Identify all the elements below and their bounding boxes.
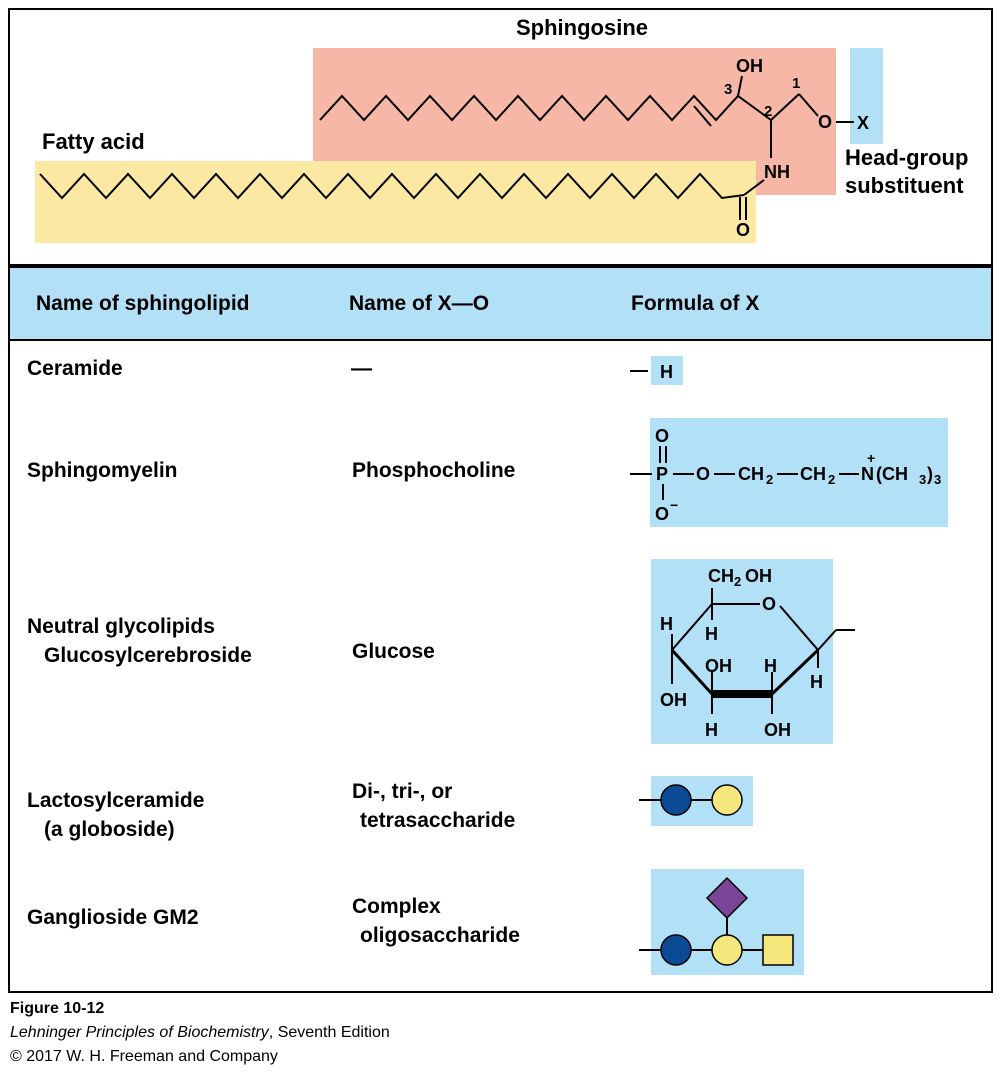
- head-group-highlight: [850, 48, 883, 144]
- row-ceramide-xo: —: [351, 357, 372, 380]
- glucose-h-c1: H: [810, 672, 823, 692]
- row-neutral-name-line2: Glucosylcerebroside: [44, 644, 252, 667]
- gm2-glucose-symbol: [660, 934, 692, 966]
- row-ceramide-name: Ceramide: [27, 357, 123, 380]
- ceramide-h-box: [651, 356, 683, 385]
- glucose-symbol: [660, 784, 692, 816]
- table-header-band: [10, 268, 991, 341]
- trans-double-bond: [693, 105, 712, 127]
- carbonyl-o-label: O: [736, 220, 750, 240]
- glucose-oh-c2: OH: [764, 720, 791, 740]
- book-title: Lehninger Principles of Biochemistry: [10, 1024, 269, 1041]
- row-gm2-xo-line2: oligosaccharide: [360, 924, 520, 947]
- galactose-symbol: [711, 784, 743, 816]
- phospho-ch2-a-sub: 2: [766, 472, 773, 487]
- sphingosine-label: Sphingosine: [516, 15, 648, 40]
- figure-number: Figure 10-12: [10, 1000, 105, 1017]
- phospho-p: P: [656, 464, 668, 484]
- oh-label: OH: [736, 56, 763, 76]
- book-edition: , Seventh Edition: [268, 1024, 390, 1041]
- c2-c1-bond: [770, 93, 800, 121]
- phospho-close-sub: 3: [934, 472, 941, 487]
- row-lactosyl-name-line2: (a globoside): [44, 818, 175, 841]
- phospho-o-link: O: [696, 464, 710, 484]
- nh-label: NH: [764, 162, 790, 182]
- fatty-acid-label: Fatty acid: [42, 129, 145, 154]
- row-lactosyl-name-line1: Lactosylceramide: [27, 789, 205, 812]
- phospho-ch2-b-sub: 2: [828, 472, 835, 487]
- row-lactosyl-xo-line1: Di-, tri-, or: [352, 780, 453, 803]
- phospho-ch3: (CH: [876, 464, 908, 484]
- c1-tail: [817, 629, 837, 651]
- row-neutral-name-line1: Neutral glycolipids: [27, 615, 215, 638]
- glucose-h-c2: H: [764, 656, 777, 676]
- header-name: Name of sphingolipid: [36, 292, 250, 315]
- row-lactosyl-xo-line2: tetrasaccharide: [360, 809, 516, 832]
- head-group-label-line2: substituent: [845, 173, 964, 198]
- glucose-oh-c4: OH: [660, 690, 687, 710]
- book-reference: Lehninger Principles of Biochemistry, Se…: [10, 1025, 390, 1041]
- phospho-ch2-b: CH: [800, 464, 826, 484]
- glucose-ch2-oh: OH: [745, 566, 772, 586]
- c3-label: 3: [724, 81, 732, 98]
- c3-c2-bold-bond: [712, 690, 772, 698]
- phosphocholine-box: [650, 418, 948, 527]
- c4-c3-bond: [670, 648, 714, 696]
- row-sphingomyelin-xo: Phosphocholine: [352, 459, 516, 482]
- phospho-close: ): [927, 464, 933, 484]
- phospho-plus: +: [867, 450, 875, 466]
- fatty-acid-chain: [39, 172, 745, 200]
- c2-c1-bond-ring: [770, 648, 820, 696]
- phospho-o-minus: O: [655, 504, 669, 524]
- glucose-oh-c3: OH: [705, 656, 732, 676]
- sphingosine-chain: [319, 94, 772, 122]
- phospho-ch2-a: CH: [738, 464, 764, 484]
- o-link-label: O: [818, 112, 832, 132]
- structure-panel: [8, 8, 993, 266]
- glucose-h-c3: H: [705, 720, 718, 740]
- header-formula: Formula of X: [631, 292, 760, 315]
- gm2-galactose-symbol: [711, 934, 743, 966]
- row-sphingomyelin-name: Sphingomyelin: [27, 459, 178, 482]
- row-gm2-name: Ganglioside GM2: [27, 906, 199, 929]
- fatty-acid-highlight: [35, 161, 756, 243]
- c1-o-bond: [798, 93, 819, 117]
- glucose-ch2: CH: [708, 566, 734, 586]
- glucose-h-c5: H: [705, 624, 718, 644]
- sialic-acid-symbol: [705, 876, 749, 920]
- phospho-o-top: O: [655, 426, 669, 446]
- phospho-minus: −: [670, 497, 678, 513]
- n-carbonyl-bond: [743, 179, 765, 196]
- phospho-n: N: [861, 464, 874, 484]
- x-label: X: [857, 113, 869, 133]
- header-xo: Name of X—O: [349, 292, 490, 315]
- galnac-symbol: [762, 934, 794, 966]
- glucose-ring-o: O: [762, 594, 776, 614]
- c3-oh-bond: [737, 75, 743, 97]
- ring-o-c1-bond: [779, 605, 819, 651]
- c2-label: 2: [764, 103, 772, 120]
- row-gm2-xo-line1: Complex: [352, 895, 441, 918]
- c5-c4-bond: [671, 603, 713, 651]
- sphingosine-highlight-lower: [756, 48, 836, 195]
- head-group-label-line1: Head-group: [845, 145, 969, 170]
- sphingolipid-table: [8, 266, 993, 993]
- c1-label: 1: [792, 75, 800, 92]
- copyright: © 2017 W. H. Freeman and Company: [10, 1048, 278, 1065]
- glucose-h-c4-top: H: [660, 614, 673, 634]
- row-neutral-xo: Glucose: [352, 640, 435, 663]
- glucose-box: [651, 559, 833, 744]
- ceramide-h: H: [660, 362, 673, 382]
- phospho-ch3-sub: 3: [919, 472, 926, 487]
- glucose-ch2-sub: 2: [734, 574, 741, 589]
